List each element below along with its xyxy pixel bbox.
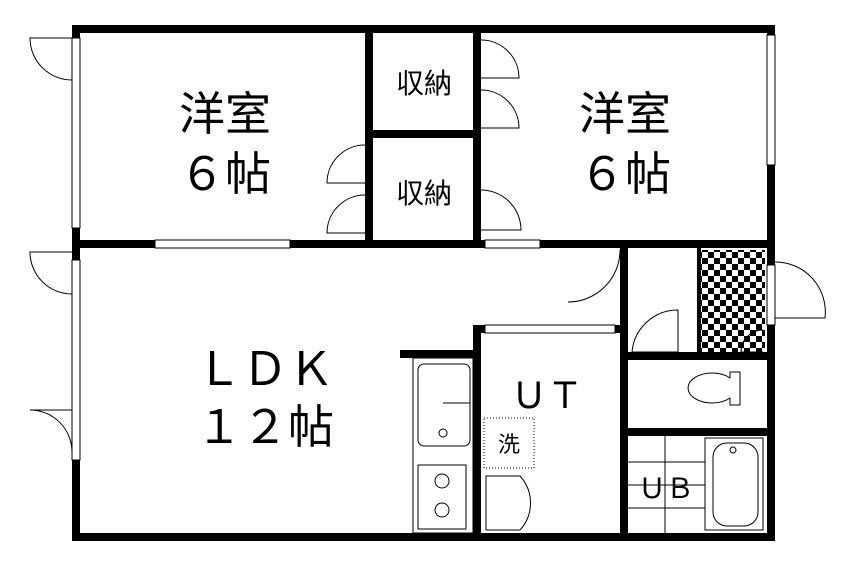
bedroom-left-size: ６帖 [179,147,271,201]
bedroom-right-name: 洋室 [579,87,671,141]
windows [71,34,776,461]
storage-top-label: 収納 [396,67,452,100]
ldk-size: １２帖 [196,400,334,454]
bath-floor-grid [628,436,705,533]
washer-area [483,417,535,469]
ldk-name: ＬＤＫ [196,342,334,396]
stove-burner-icon [434,502,450,518]
kitchen-counter [412,357,474,534]
unit-bath-label: ＵＢ [638,472,694,505]
bathtub-icon [704,437,764,531]
toilet-icon [687,371,741,406]
closet-floor-pattern [700,250,765,352]
washer-label: 洗 [498,433,520,458]
doors [29,37,826,453]
storage-bottom-label: 収納 [396,177,452,210]
stove-burner-icon [434,473,450,489]
utility-label: ＵＴ [511,376,583,417]
bedroom-left-name: 洋室 [179,87,271,141]
bedroom-right-size: ６帖 [579,147,671,201]
washbasin-icon [485,475,531,531]
